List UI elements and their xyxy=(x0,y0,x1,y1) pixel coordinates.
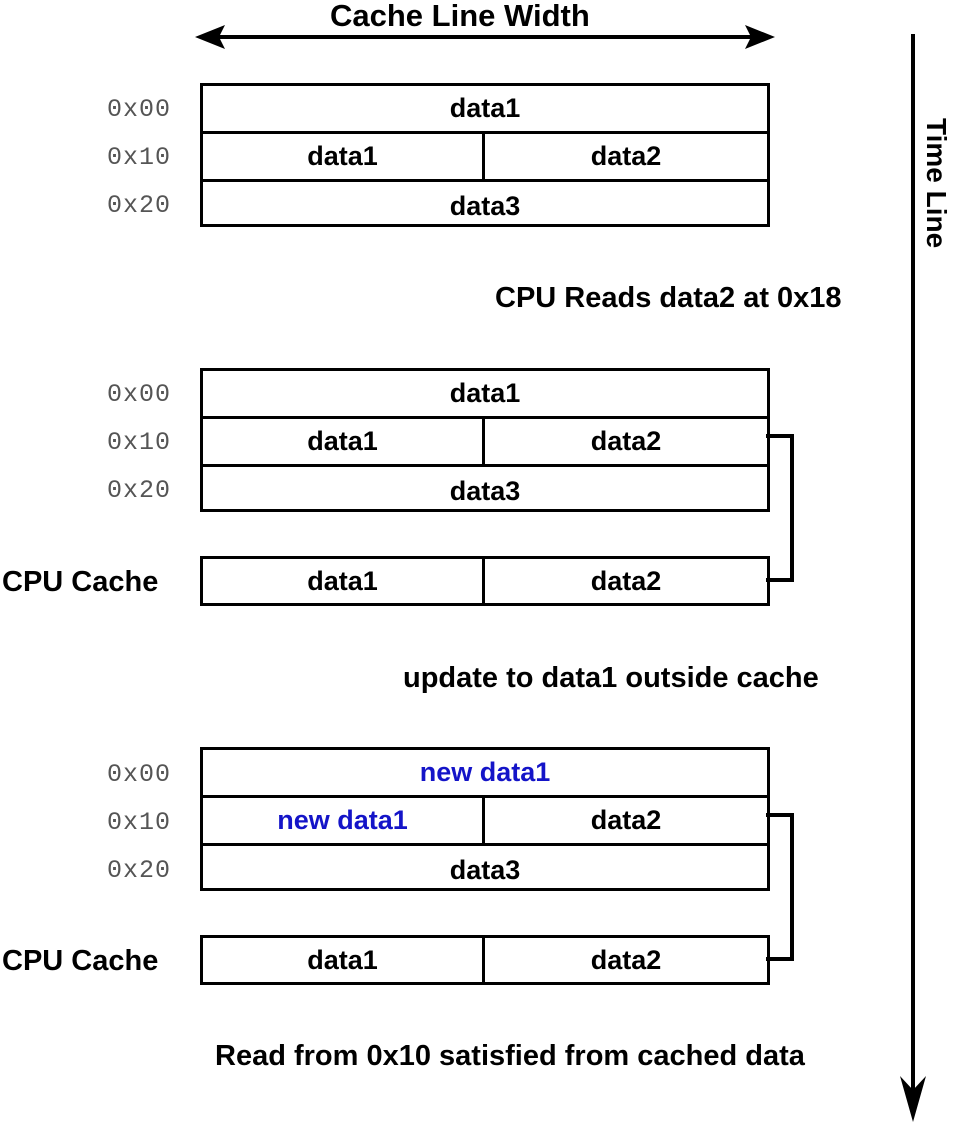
cpu-cache-box-stage2: data1 data2 xyxy=(200,556,770,606)
cache-cell: data1 xyxy=(203,559,485,603)
diagram-title: Cache Line Width xyxy=(330,0,590,33)
cpu-cache-label-stage3: CPU Cache xyxy=(2,945,159,977)
memory-cell: data3 xyxy=(449,190,521,221)
address-label-0x10-stage3: 0x10 xyxy=(107,808,172,837)
address-label-0x20-stage3: 0x20 xyxy=(107,856,172,885)
memory-cell: data2 xyxy=(590,426,662,456)
memory-cell: data1 xyxy=(449,378,521,408)
memory-cell: new data1 xyxy=(203,798,485,843)
cpu-cache-label-stage2: CPU Cache xyxy=(2,566,159,598)
caption-update-outside-cache: update to data1 outside cache xyxy=(403,662,819,694)
memory-cell: new data1 xyxy=(419,757,551,787)
address-label-0x20-stage2: 0x20 xyxy=(107,476,172,505)
memory-row: data1 xyxy=(203,371,767,419)
memory-row: data3 xyxy=(203,846,767,894)
memory-row: data1 xyxy=(203,86,767,134)
memory-cell: data3 xyxy=(449,854,521,885)
timeline-label: Time Line xyxy=(921,118,952,249)
cache-cell: data1 xyxy=(203,938,485,982)
memory-table-stage1: data1 data1 data2 data3 xyxy=(200,83,770,227)
cache-fill-bracket-stage2 xyxy=(766,434,794,582)
cache-fill-bracket-stage3 xyxy=(766,813,794,961)
memory-cell: data1 xyxy=(449,93,521,123)
memory-cell: data2 xyxy=(590,141,662,171)
address-label-0x10-stage2: 0x10 xyxy=(107,428,172,457)
address-label-0x00-stage1: 0x00 xyxy=(107,95,172,124)
address-label-0x10-stage1: 0x10 xyxy=(107,143,172,172)
cache-line-width-arrow xyxy=(195,25,775,49)
timeline-arrow xyxy=(900,34,926,1122)
memory-row: new data1 data2 xyxy=(203,798,767,846)
memory-cell: data2 xyxy=(590,805,662,835)
caption-cpu-reads: CPU Reads data2 at 0x18 xyxy=(495,282,842,314)
memory-row: data1 data2 xyxy=(203,419,767,467)
memory-cell: data3 xyxy=(449,475,521,506)
cpu-cache-box-stage3: data1 data2 xyxy=(200,935,770,985)
cache-cell: data2 xyxy=(590,944,662,975)
memory-cell: data1 xyxy=(203,134,485,179)
memory-row: data1 data2 xyxy=(203,134,767,182)
memory-row: data3 xyxy=(203,182,767,230)
memory-row: data3 xyxy=(203,467,767,515)
memory-row: new data1 xyxy=(203,750,767,798)
memory-cell: data1 xyxy=(203,419,485,464)
address-label-0x00-stage3: 0x00 xyxy=(107,760,172,789)
address-label-0x00-stage2: 0x00 xyxy=(107,380,172,409)
memory-table-stage2: data1 data1 data2 data3 xyxy=(200,368,770,512)
caption-read-satisfied: Read from 0x10 satisfied from cached dat… xyxy=(215,1040,805,1072)
memory-table-stage3: new data1 new data1 data2 data3 xyxy=(200,747,770,891)
address-label-0x20-stage1: 0x20 xyxy=(107,191,172,220)
cache-cell: data2 xyxy=(590,565,662,596)
